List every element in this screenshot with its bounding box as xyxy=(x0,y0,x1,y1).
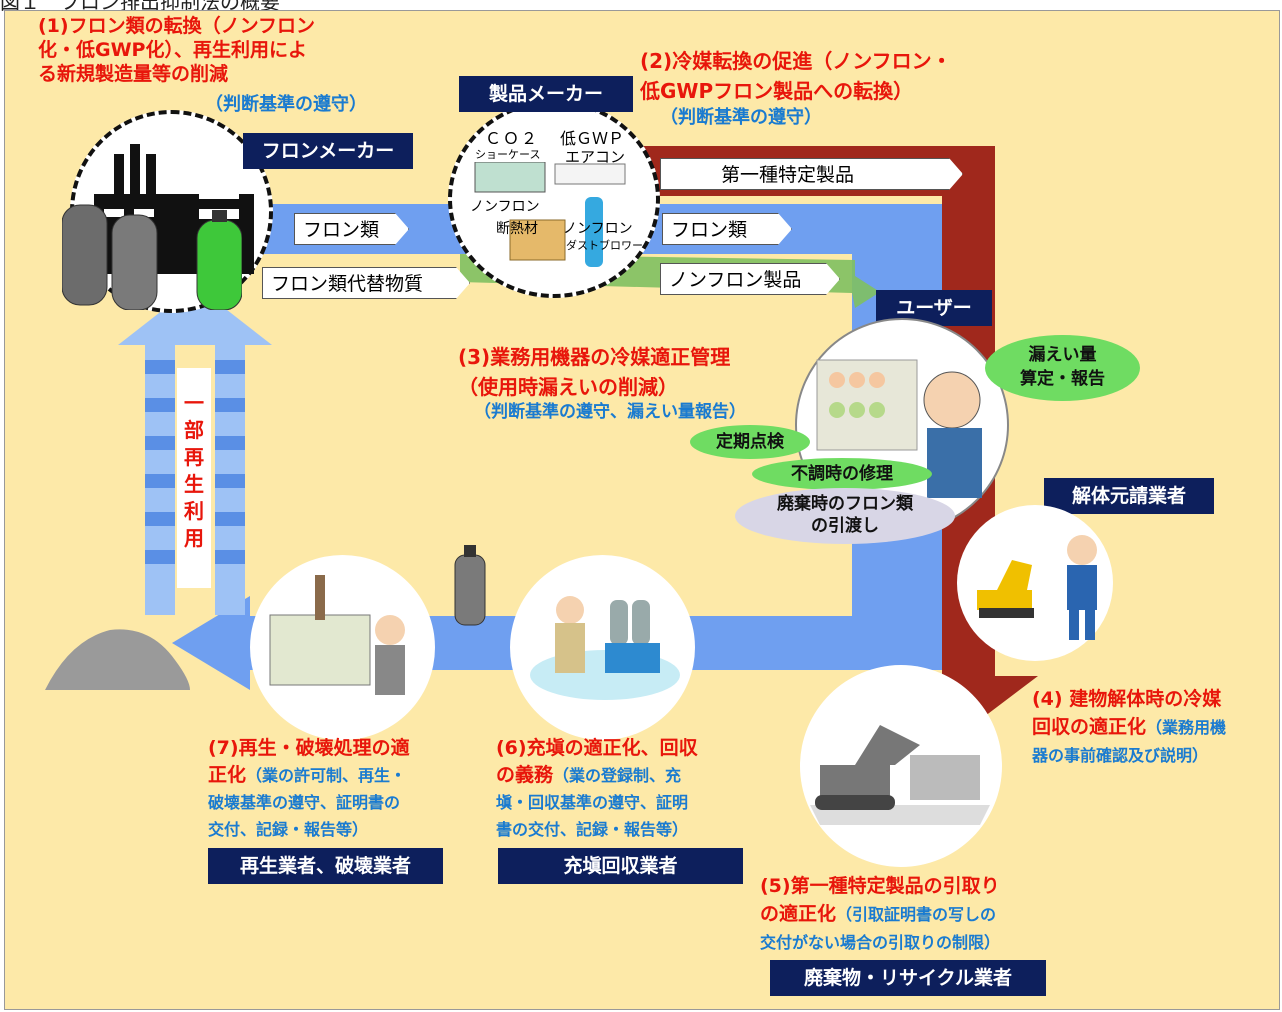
item5-title-line: の適正化 xyxy=(760,903,837,925)
item4-note-line: 器の事前確認及び説明） xyxy=(1032,746,1209,765)
recycle-label-char: 部 xyxy=(184,418,204,442)
blue-left-arrowhead xyxy=(172,596,250,690)
nonfreon-label-2: ノンフロン xyxy=(563,221,633,237)
shopkeeper-icon xyxy=(816,359,982,498)
flow-label-freon-2: フロン類 xyxy=(662,213,792,245)
showcase-label: ショーケース xyxy=(475,148,541,161)
item1-title-line: 化・低GWP化）、再生利用によ xyxy=(38,39,307,61)
regen-destroy-circle xyxy=(250,555,435,740)
item6-block: (6)充塡の適正化、回収 の義務（業の登録制、充 塡・回収基準の遵守、証明 書の… xyxy=(496,735,698,843)
item5-title-line: (5)第一種特定製品の引取り xyxy=(760,875,1000,897)
item7-title-line: 正化 xyxy=(208,764,247,786)
recycle-label-char: 用 xyxy=(184,526,204,550)
item2-title-line: 低GWPフロン製品への転換） xyxy=(640,79,914,103)
item3-title: (3)業務用機器の冷媒適正管理 （使用時漏えいの削減） xyxy=(458,342,730,402)
actor-fill-recovery: 充塡回収業者 xyxy=(498,848,743,884)
actor-product-maker: 製品メーカー xyxy=(459,76,633,112)
item1-title-line: る新規製造量等の削減 xyxy=(38,63,229,85)
item6-title-line: (6)充塡の適正化、回収 xyxy=(496,737,698,759)
item1-title: (1)フロン類の転換（ノンフロン 化・低GWP化）、再生利用によ る新規製造量等… xyxy=(38,14,315,86)
aircon-label: エアコン xyxy=(565,148,626,166)
upward-recycle-arrow xyxy=(118,285,272,615)
recycle-label-char: 一 xyxy=(184,391,204,415)
recycle-label-char: 利 xyxy=(184,499,204,523)
handover-line: の引渡し xyxy=(811,516,879,536)
item7-note-line: 破壊基準の遵守、証明書の xyxy=(208,793,401,812)
item7-block: (7)再生・破壊処理の適 正化（業の許可制、再生・ 破壊基準の遵守、証明書の 交… xyxy=(208,735,410,843)
fill-recovery-circle xyxy=(510,555,695,740)
lowgwp-label: 低ＧＷＰ xyxy=(560,129,625,148)
recycle-label-box: 一 部 再 生 利 用 xyxy=(177,368,211,588)
recycle-label-char: 生 xyxy=(184,472,204,496)
item3-note: （判断基準の遵守、漏えい量報告） xyxy=(474,402,746,422)
recycle-label-char: 再 xyxy=(184,445,204,469)
nonfreon-label-1: ノンフロン xyxy=(470,199,540,215)
item1-note: （判断基準の遵守） xyxy=(205,94,367,115)
leak-report-line: 算定・報告 xyxy=(1020,369,1105,389)
item7-note-line: （業の許可制、再生・ xyxy=(246,766,407,785)
actor-waste-recycling: 廃棄物・リサイクル業者 xyxy=(770,960,1046,996)
product-maker-circle xyxy=(448,100,660,298)
gas-cylinders-icon xyxy=(62,204,242,310)
leak-report-line: 漏えい量 xyxy=(1028,345,1097,365)
insulation-label: 断熱材 xyxy=(496,221,538,237)
factory-worker-icon xyxy=(269,575,405,695)
item2-title: (2)冷媒転換の促進（ノンフロン・ 低GWPフロン製品への転換） xyxy=(640,46,952,106)
item2-title-line: (2)冷媒転換の促進（ノンフロン・ xyxy=(640,49,952,73)
co2-label: ＣＯ２ xyxy=(485,129,540,148)
handover-oval: 廃棄時のフロン類 の引渡し xyxy=(735,488,955,544)
item6-note-line: 書の交付、記録・報告等） xyxy=(496,820,689,839)
waste-circle xyxy=(800,665,1002,867)
item3-title-line: （使用時漏えいの削減） xyxy=(458,375,678,399)
item3-title-line: (3)業務用機器の冷媒適正管理 xyxy=(458,345,731,369)
flow-label-freon-1: フロン類 xyxy=(294,213,409,245)
recycled-material-pile xyxy=(45,629,190,690)
item5-note-line: 交付がない場合の引取りの制限） xyxy=(760,933,1001,952)
item6-note-line: （業の登録制、充 xyxy=(553,766,682,785)
item4-note-line: （業務用機 xyxy=(1146,718,1227,737)
leak-report-oval: 漏えい量 算定・報告 xyxy=(985,335,1140,401)
flow-label-nonfreon-product: ノンフロン製品 xyxy=(660,263,840,295)
bulldozer-icon xyxy=(810,725,990,825)
recovered-cylinder-icon xyxy=(454,545,486,626)
actor-freon-maker: フロンメーカー xyxy=(243,133,413,169)
item7-title-line: (7)再生・破壊処理の適 xyxy=(208,737,410,759)
recovery-worker-icon xyxy=(530,596,680,700)
item2-note: （判断基準の遵守） xyxy=(660,107,822,128)
actor-regen-destroy: 再生業者、破壊業者 xyxy=(208,848,443,884)
item5-block: (5)第一種特定製品の引取り の適正化（引取証明書の写しの 交付がない場合の引取… xyxy=(760,872,1000,957)
duster-label: ダストブロワー xyxy=(566,239,643,252)
handover-line: 廃棄時のフロン類 xyxy=(777,494,913,514)
item1-title-line: (1)フロン類の転換（ノンフロン xyxy=(38,15,316,37)
demolition-circle xyxy=(957,505,1113,661)
item4-block: (4) 建物解体時の冷媒 回収の適正化（業務用機 器の事前確認及び説明） xyxy=(1032,685,1226,770)
item4-title-line: 回収の適正化 xyxy=(1032,716,1147,738)
item4-title-line: (4) 建物解体時の冷媒 xyxy=(1032,688,1222,710)
excavator-worker-icon xyxy=(977,535,1097,640)
item7-note-line: 交付、記録・報告等） xyxy=(208,820,369,839)
item6-note-line: 塡・回収基準の遵守、証明 xyxy=(496,793,689,812)
actor-demolition-contractor: 解体元請業者 xyxy=(1044,478,1214,514)
flow-label-first-class-product: 第一種特定製品 xyxy=(660,158,963,190)
item6-title-line: の義務 xyxy=(496,764,554,786)
inspection-oval: 定期点検 xyxy=(690,425,810,459)
flow-label-substitute: フロン類代替物質 xyxy=(262,267,470,299)
item5-note-line: （引取証明書の写しの xyxy=(836,905,997,924)
repair-oval: 不調時の修理 xyxy=(752,458,932,490)
products-icon xyxy=(474,162,626,267)
